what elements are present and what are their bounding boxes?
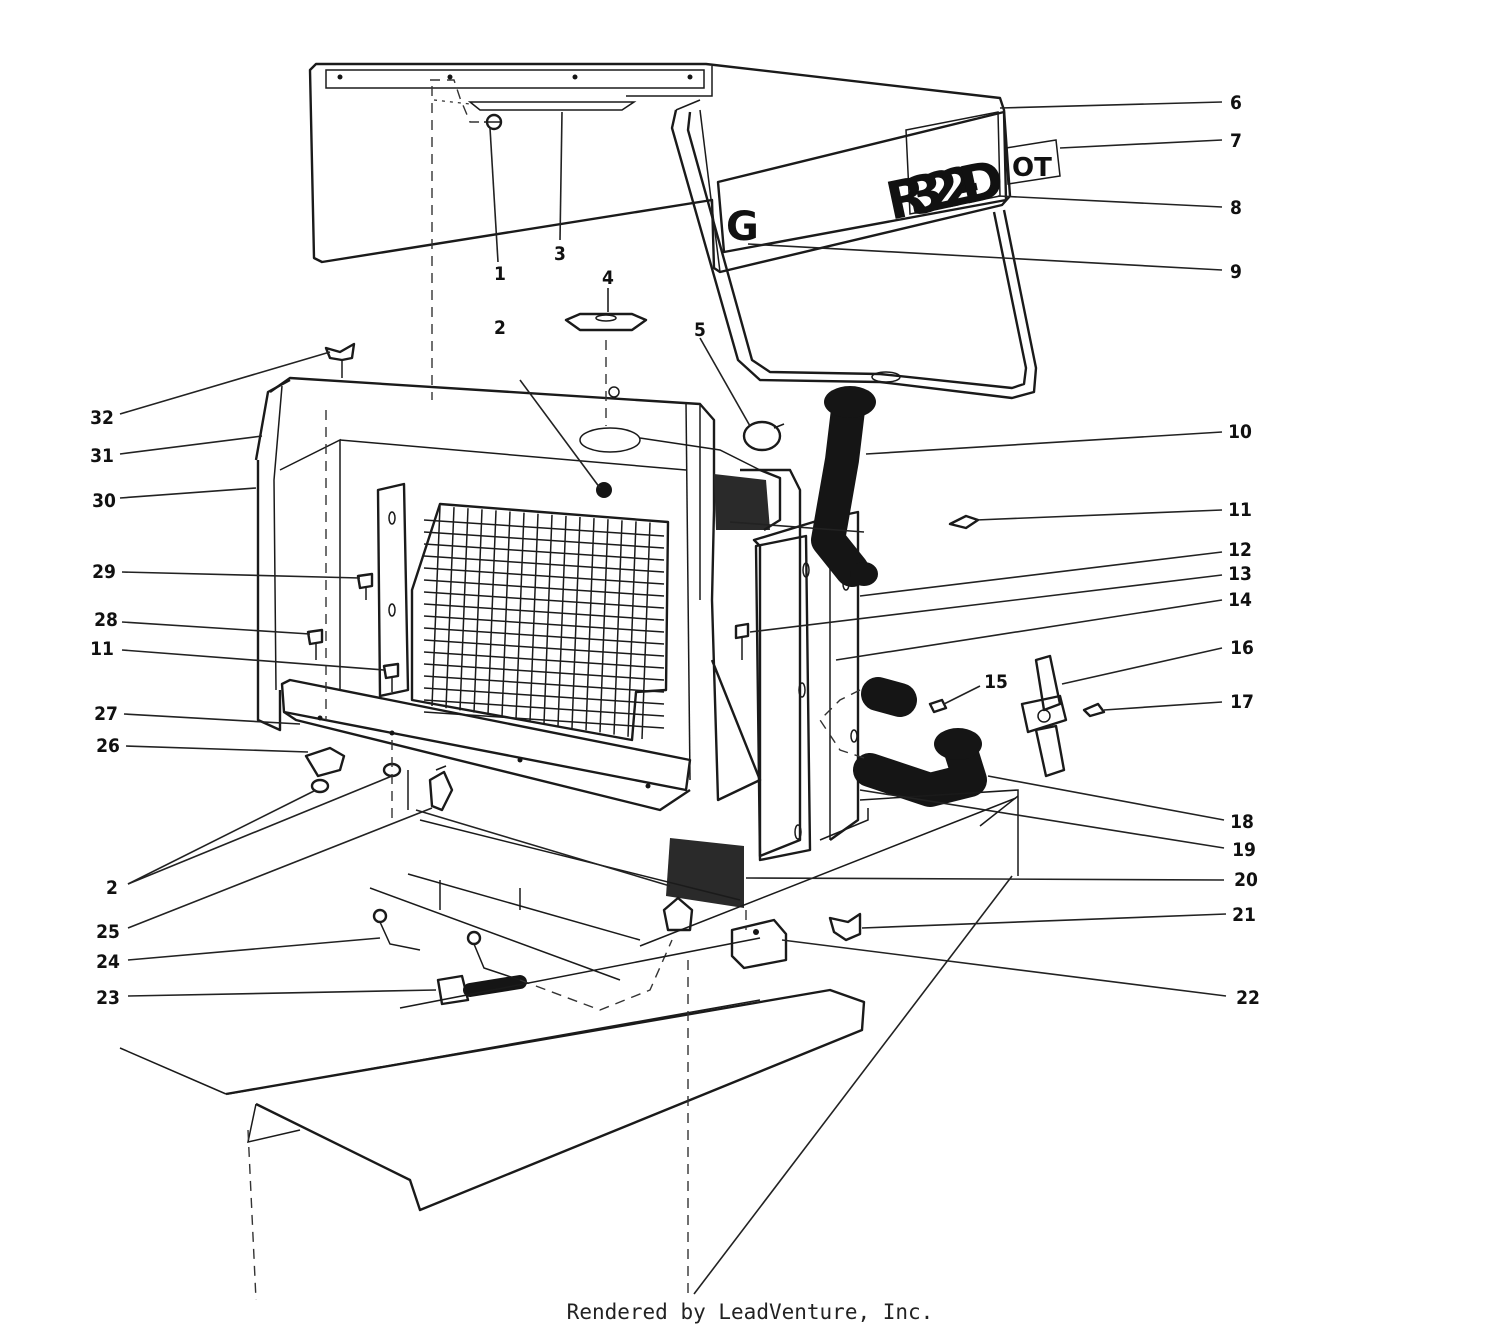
callout-24: 24 <box>96 951 120 973</box>
drain-fitting <box>436 974 527 1006</box>
radiator-bracket <box>376 482 410 698</box>
decal-model-text: R322-D <box>881 149 1009 232</box>
decal-fragment-text: OT <box>1012 153 1052 183</box>
callout-18: 18 <box>1230 811 1254 833</box>
callout-2: 2 <box>494 317 506 339</box>
callout-labels: 1 2 3 4 5 6 7 8 9 10 11 12 13 14 15 16 1… <box>90 92 1260 1009</box>
callout-21: 21 <box>1232 904 1256 926</box>
wing-nut-32 <box>324 342 356 378</box>
callout-1: 1 <box>494 263 506 285</box>
callout-28: 28 <box>94 609 118 631</box>
callout-11-left: 11 <box>90 638 114 660</box>
bottom-rail <box>280 678 692 812</box>
callout-6: 6 <box>1230 92 1242 114</box>
callout-25: 25 <box>96 921 120 943</box>
callout-16: 16 <box>1230 637 1254 659</box>
hose-clamp <box>742 420 785 452</box>
overflow-line <box>372 908 673 1011</box>
callout-11: 11 <box>1228 499 1252 521</box>
callout-8: 8 <box>1230 197 1242 219</box>
callout-12: 12 <box>1228 539 1252 561</box>
callout-20: 20 <box>1234 869 1258 891</box>
alignment-lines <box>247 86 747 1301</box>
fitting-upper <box>428 765 454 812</box>
hood-latch <box>1020 654 1106 778</box>
callout-14: 14 <box>1228 589 1252 611</box>
callout-26: 26 <box>96 735 120 757</box>
foam-seal-top <box>714 474 770 530</box>
leader-lines <box>119 101 1227 1295</box>
callout-22: 22 <box>1236 987 1260 1009</box>
fitting-lower <box>662 896 694 932</box>
bolts <box>306 514 980 714</box>
callout-19: 19 <box>1232 839 1256 861</box>
callout-2-bottom: 2 <box>106 877 118 899</box>
clip-26 <box>304 746 346 778</box>
decal-letter-g: G <box>726 204 759 250</box>
hood-frame <box>670 99 1038 400</box>
radiator-cap <box>564 312 648 332</box>
hood-panel <box>308 62 1012 274</box>
callout-29: 29 <box>92 561 116 583</box>
callout-3: 3 <box>554 243 566 265</box>
callout-13: 13 <box>1228 563 1252 585</box>
callout-5: 5 <box>694 319 706 341</box>
callout-9: 9 <box>1230 261 1242 283</box>
callout-23: 23 <box>96 987 120 1009</box>
callout-31: 31 <box>90 445 114 467</box>
foam-pad <box>666 838 744 908</box>
callout-4: 4 <box>602 267 614 289</box>
callout-30: 30 <box>92 490 116 512</box>
callout-17: 17 <box>1230 691 1254 713</box>
engine-base <box>407 770 1019 876</box>
callout-27: 27 <box>94 703 118 725</box>
filler-neck <box>579 340 761 498</box>
grille-shroud <box>254 376 762 802</box>
callout-32: 32 <box>90 407 114 429</box>
hood-bolt <box>430 79 503 131</box>
callout-15: 15 <box>984 671 1008 693</box>
mount-block <box>730 918 788 970</box>
callout-10: 10 <box>1228 421 1252 443</box>
wing-nut-21 <box>828 912 862 942</box>
footer-credit: Rendered by LeadVenture, Inc. <box>566 1300 934 1324</box>
callout-7: 7 <box>1230 130 1242 152</box>
upper-hose <box>811 386 878 587</box>
radiator-core <box>410 502 670 742</box>
floor-plate <box>119 797 1017 1212</box>
lower-hose <box>819 677 987 807</box>
